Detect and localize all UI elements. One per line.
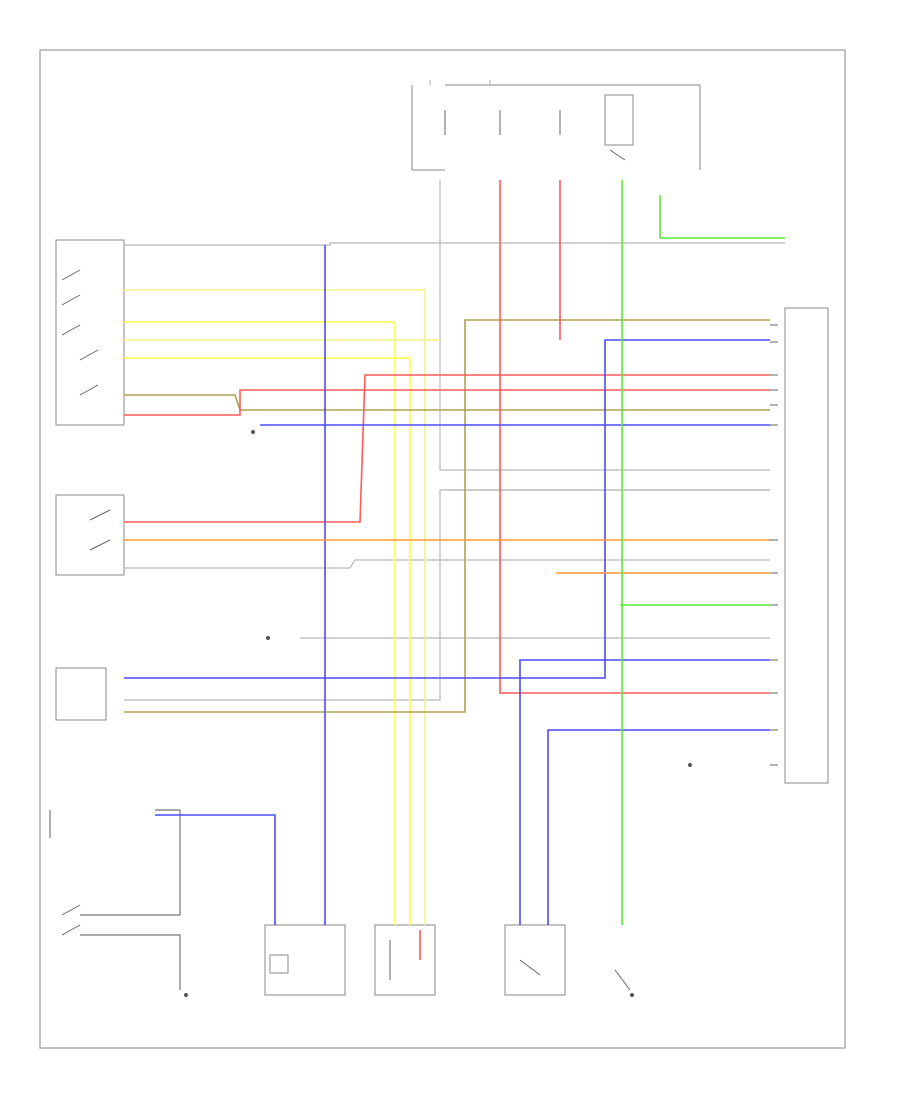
pale-yellow-wire <box>124 289 426 925</box>
switch-icon <box>61 294 81 306</box>
blue-wire <box>124 339 770 679</box>
left-switch-assembly <box>55 239 125 426</box>
switch-icon <box>89 509 111 521</box>
ground-icon <box>251 430 255 434</box>
blue-wire <box>519 659 770 925</box>
solenoid-1 <box>264 924 346 996</box>
ground-icon <box>266 636 270 640</box>
coil-icon <box>519 959 541 976</box>
switch-icon <box>614 969 631 991</box>
blue-wire <box>547 729 770 925</box>
switch-icon <box>79 349 99 361</box>
bottom-left-switch <box>49 809 181 990</box>
green-wire <box>659 195 785 239</box>
gray-wires <box>124 180 785 701</box>
ground-icon <box>184 993 188 997</box>
ground-icon <box>630 993 634 997</box>
red-wire <box>124 389 770 416</box>
ground-icon <box>688 763 692 767</box>
diagram-frame <box>39 49 846 1049</box>
red-wire <box>124 374 770 523</box>
switch-icon <box>61 324 81 336</box>
red-wire <box>499 180 770 694</box>
olive-wire <box>124 394 770 411</box>
switch-icon <box>61 269 81 281</box>
relay-icon <box>604 94 634 146</box>
yellow-wire <box>124 321 396 925</box>
blue-wire <box>155 814 276 925</box>
pressure-switch <box>614 969 631 991</box>
middle-switch <box>55 494 125 576</box>
switch-icon <box>79 384 99 396</box>
switch-icon <box>61 924 81 936</box>
yellow-wire <box>124 357 411 925</box>
olive-wire <box>124 319 770 713</box>
coil-icon <box>269 954 289 974</box>
solenoid-3 <box>504 924 566 996</box>
pin-marks <box>770 324 778 766</box>
fuse-relay-box <box>411 80 701 171</box>
control-unit <box>784 307 829 784</box>
switch-icon <box>61 904 81 916</box>
ground-points <box>184 430 692 997</box>
solenoid-2 <box>374 924 436 996</box>
switch-icon <box>89 539 111 551</box>
lower-left-module <box>55 667 107 721</box>
colored-wires <box>124 180 785 960</box>
